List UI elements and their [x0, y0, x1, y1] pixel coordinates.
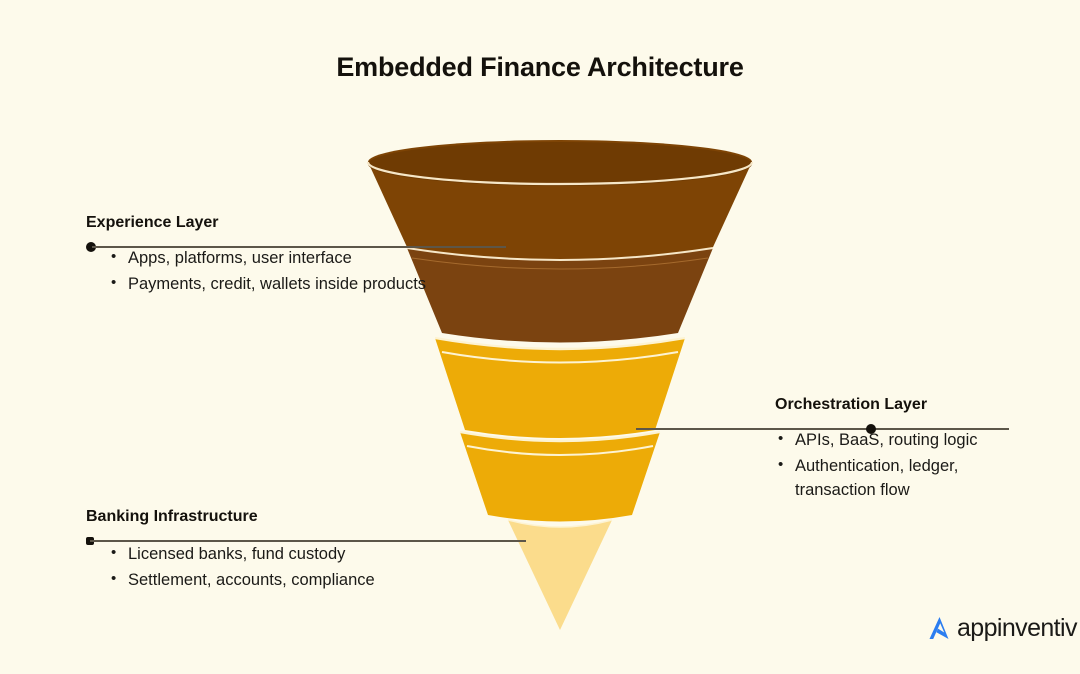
list-item: Payments, credit, wallets inside product…	[108, 271, 426, 296]
callout-title-orchestration: Orchestration Layer	[775, 396, 928, 413]
callout-experience-layer: Experience Layer Apps, platforms, user i…	[86, 214, 506, 298]
list-item: Apps, platforms, user interface	[108, 245, 426, 270]
bullet-list-banking: Licensed banks, fund custody Settlement,…	[108, 541, 375, 592]
list-item: Settlement, accounts, compliance	[108, 567, 375, 592]
funnel-segment-orchestration-upper	[434, 336, 686, 438]
logo-wordmark: appinventiv	[957, 613, 1077, 642]
connector-dot-experience	[86, 242, 96, 252]
funnel-segment-banking-tip	[507, 519, 613, 630]
appinventiv-logo: appinventiv	[925, 613, 1077, 643]
funnel-segment-experience-body	[406, 247, 714, 343]
list-item: Authentication, ledger, transaction flow	[775, 453, 978, 502]
list-item: APIs, BaaS, routing logic	[775, 427, 978, 452]
funnel-segment-experience-top	[366, 140, 754, 269]
connector-line-banking	[90, 540, 526, 542]
callout-title-experience: Experience Layer	[86, 214, 219, 231]
callout-banking-infrastructure: Banking Infrastructure Licensed banks, f…	[86, 508, 526, 594]
appinventiv-mark-icon	[929, 617, 949, 639]
page-title: Embedded Finance Architecture	[336, 52, 744, 82]
bullet-list-experience: Apps, platforms, user interface Payments…	[108, 245, 426, 296]
list-item: Licensed banks, fund custody	[108, 541, 375, 566]
funnel-diagram	[366, 140, 754, 630]
callout-title-banking: Banking Infrastructure	[86, 508, 258, 525]
connector-banking	[86, 535, 526, 547]
funnel-segment-orchestration-lower	[459, 430, 661, 522]
callout-orchestration-layer: Orchestration Layer APIs, BaaS, routing …	[636, 396, 1009, 504]
bullet-list-orchestration: APIs, BaaS, routing logic Authentication…	[775, 427, 978, 502]
